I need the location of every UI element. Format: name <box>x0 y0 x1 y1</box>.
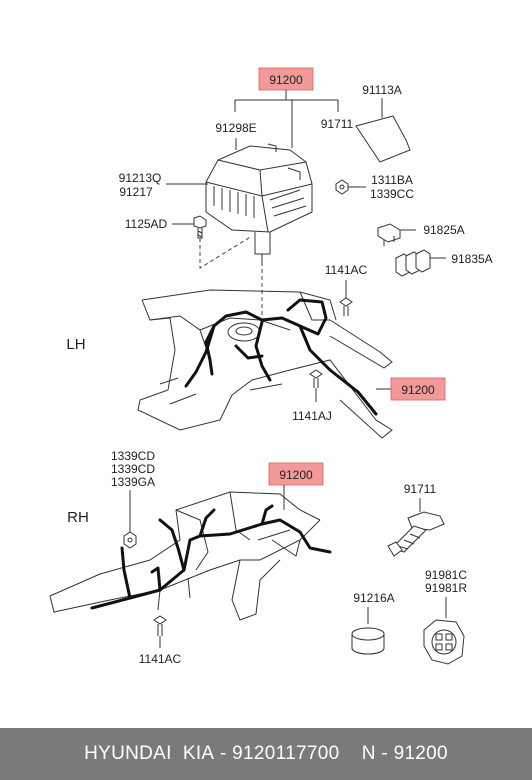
label-91711-rh: 91711 <box>404 482 437 496</box>
label-1339CC: 1339CC <box>370 187 414 201</box>
label-1125AD: 1125AD <box>125 217 168 231</box>
label-91200-top: 91200 <box>269 73 303 87</box>
part-cap-91216A <box>351 627 385 655</box>
leader-bracket-91200 <box>234 90 339 148</box>
part-bolt-1141AC-rh <box>153 615 167 636</box>
label-91113A: 91113A <box>362 83 402 97</box>
part-bolt-1141AC-lh <box>339 297 353 316</box>
wire-harness-rh-main <box>90 518 332 610</box>
label-1339CD-1: 1339CD <box>111 449 155 463</box>
part-fuse-set-91835A <box>395 249 431 277</box>
footer-gap <box>339 743 361 765</box>
footer-bar: HYUNDAI KIA - 9120117700 N - 91200 <box>0 728 532 780</box>
label-91298E: 91298E <box>215 121 256 135</box>
label-91711-top: 91711 <box>321 117 354 131</box>
label-1141AJ: 1141AJ <box>292 409 332 423</box>
wire-harness-lh-branches <box>204 298 328 382</box>
part-bolt-1141AJ <box>309 369 323 388</box>
part-nut-1311BA <box>335 179 349 195</box>
label-91217: 91217 <box>119 185 153 199</box>
part-junction-box <box>205 143 313 262</box>
wire-harness-rh-branches <box>120 504 274 600</box>
label-1311BA: 1311BA <box>371 173 413 187</box>
parts-diagram: 91200 91298E 91711 91113A 91213Q 91217 1… <box>49 67 493 666</box>
part-grommet-91711 <box>387 511 445 557</box>
footer-brand: HYUNDAI KIA <box>84 743 215 764</box>
label-rh-side: RH <box>67 509 89 526</box>
label-1141AC-rh: 1141AC <box>139 652 182 666</box>
label-91835A: 91835A <box>451 252 492 266</box>
part-91113A-sheet <box>355 115 411 163</box>
body-panel-rh <box>49 491 321 621</box>
label-91216A: 91216A <box>353 591 394 605</box>
footer-part-number: 9120117700 <box>232 743 340 764</box>
label-91213Q: 91213Q <box>119 171 162 185</box>
part-connector-91981C <box>423 619 465 665</box>
body-panel-lh <box>137 289 393 439</box>
label-91200-rh: 91200 <box>279 468 313 482</box>
footer-separator: - <box>214 743 233 764</box>
footer-group: 91200 <box>393 743 448 764</box>
part-fuse-91825A <box>377 223 401 246</box>
label-1339CD-2: 1339CD <box>111 462 155 476</box>
label-1339GA: 1339GA <box>111 475 155 489</box>
label-lh-side: LH <box>66 336 85 353</box>
highlight-91200-rh <box>268 462 324 486</box>
label-91981C: 91981C <box>425 568 467 582</box>
label-91981R: 91981R <box>425 581 467 595</box>
label-91200-lh: 91200 <box>401 383 435 397</box>
label-91825A: 91825A <box>423 223 464 237</box>
wire-harness-lh-main <box>184 310 378 416</box>
label-1141AC-lh: 1141AC <box>325 263 368 277</box>
part-bolt-1125AD <box>193 215 207 239</box>
footer-prefix: N - <box>361 743 394 764</box>
dashed-mount-lines <box>199 235 263 318</box>
part-nut-1339CD <box>123 531 137 549</box>
